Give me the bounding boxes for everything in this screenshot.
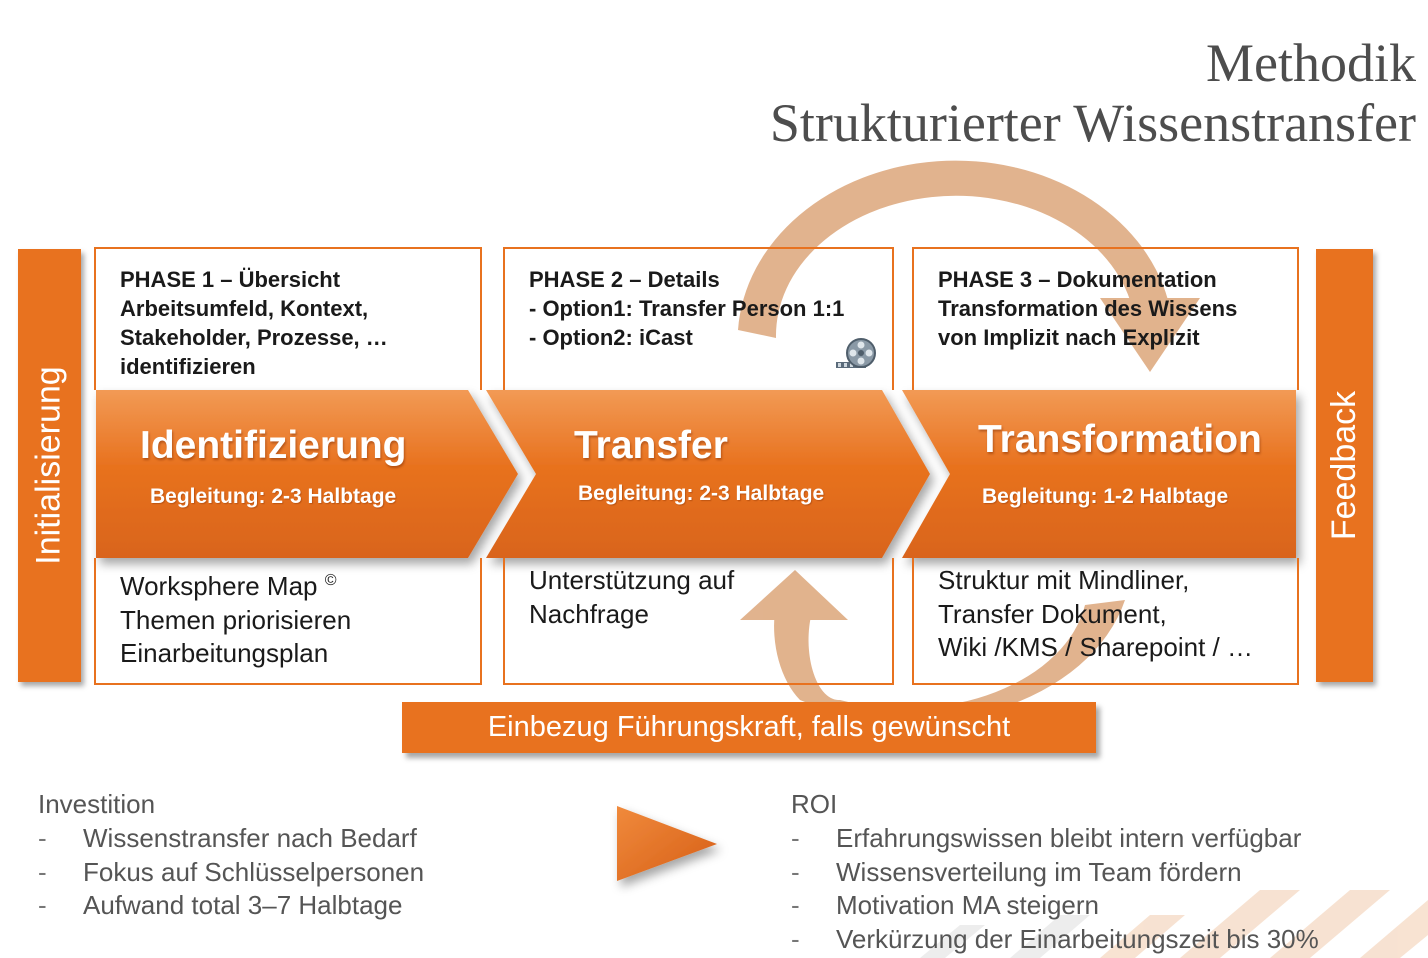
page-title: Methodik bbox=[1206, 33, 1416, 93]
phase-2-top-box bbox=[503, 247, 894, 390]
phase-1-body-line: Einarbeitungsplan bbox=[120, 638, 329, 668]
phase-2-body-line: Nachfrage bbox=[529, 598, 649, 629]
step-identifizierung-title: Identifizierung bbox=[140, 424, 407, 467]
phase-1-line: Arbeitsumfeld, Kontext, bbox=[120, 296, 369, 321]
phase-1-title: PHASE 1 – Übersicht bbox=[120, 267, 341, 292]
phase-3-bottom-box bbox=[912, 558, 1299, 685]
list-item: Aufwand total 3–7 Halbtage bbox=[38, 889, 424, 923]
investment-heading: Investition bbox=[38, 789, 156, 819]
phase-2-body-line: Unterstützung auf bbox=[529, 565, 735, 595]
list-item: Motivation MA steigern bbox=[791, 889, 1319, 923]
phase-2-line: - Option1: Transfer Person 1:1 bbox=[529, 296, 845, 321]
phase-3-title: PHASE 3 – Dokumentation bbox=[938, 267, 1217, 292]
phase-1-line: Stakeholder, Prozesse, … bbox=[120, 325, 388, 350]
phase-3-body-line: Wiki /KMS / Sharepoint / … bbox=[938, 632, 1253, 662]
leadership-label: Einbezug Führungskraft, falls gewünscht bbox=[487, 711, 1011, 743]
phase-3-body: Struktur mit Mindliner, Transfer Dokumen… bbox=[938, 564, 1253, 665]
step-transformation-title: Transformation bbox=[978, 418, 1262, 461]
initialisierung-label: Initialisierung bbox=[30, 366, 69, 565]
step-transfer-title: Transfer bbox=[574, 424, 728, 467]
roi-heading: ROI bbox=[791, 789, 838, 819]
roi-section: ROI Erfahrungswissen bleibt intern verfü… bbox=[791, 789, 1319, 956]
investment-list: Wissenstransfer nach Bedarf Fokus auf Sc… bbox=[38, 822, 424, 923]
feedback-bar: Feedback bbox=[1316, 249, 1373, 682]
step-identifizierung-effort: Begleitung: 2-3 Halbtage bbox=[150, 485, 397, 508]
phase-2-bottom-box bbox=[503, 558, 894, 685]
list-item: Erfahrungswissen bleibt intern verfügbar bbox=[791, 822, 1319, 856]
step-transformation-effort: Begleitung: 1-2 Halbtage bbox=[982, 485, 1229, 508]
cycle-arrow-upper bbox=[738, 160, 1200, 372]
process-band bbox=[96, 390, 1296, 558]
phase-3-body-line: Struktur mit Mindliner, bbox=[938, 565, 1190, 595]
phase-1-line: identifizieren bbox=[120, 354, 256, 379]
phase-3-line: Transformation des Wissens bbox=[938, 296, 1238, 321]
phase-3-top-box bbox=[912, 247, 1299, 390]
list-item: Fokus auf Schlüsselpersonen bbox=[38, 856, 424, 890]
list-item: Wissenstransfer nach Bedarf bbox=[38, 822, 424, 856]
list-item: Verkürzung der Einarbeitungszeit bis 30% bbox=[791, 923, 1319, 957]
initialisierung-bar: Initialisierung bbox=[18, 249, 81, 682]
phase-1-body-line: Worksphere Map © bbox=[120, 571, 337, 601]
phase-2-body: Unterstützung auf Nachfrage bbox=[529, 564, 734, 631]
feedback-label: Feedback bbox=[1325, 390, 1364, 541]
phase-3-line: von Implizit nach Explizit bbox=[938, 325, 1200, 350]
phase-1-header: PHASE 1 – Übersicht Arbeitsumfeld, Konte… bbox=[120, 265, 388, 381]
phase-2-header: PHASE 2 – Details - Option1: Transfer Pe… bbox=[529, 265, 844, 352]
copyright-mark: © bbox=[324, 572, 337, 589]
leadership-bar: Einbezug Führungskraft, falls gewünscht bbox=[402, 702, 1096, 753]
investment-section: Investition Wissenstransfer nach Bedarf … bbox=[38, 789, 424, 923]
phase-3-header: PHASE 3 – Dokumentation Transformation d… bbox=[938, 265, 1237, 352]
phase-2-line: - Option2: iCast bbox=[529, 325, 693, 350]
phase-1-bottom-box bbox=[94, 558, 482, 685]
phase-1-body-line: Themen priorisieren bbox=[120, 604, 352, 635]
phase-1-top-box bbox=[94, 247, 482, 390]
phase-1-body: Worksphere Map © Themen priorisieren Ein… bbox=[120, 564, 351, 671]
film-reel-icon bbox=[836, 338, 876, 368]
play-triangle-icon bbox=[617, 806, 717, 881]
page-subtitle: Strukturierter Wissenstransfer bbox=[769, 93, 1416, 153]
phase-3-body-line: Transfer Dokument, bbox=[938, 598, 1167, 629]
phase-2-title: PHASE 2 – Details bbox=[529, 267, 720, 292]
list-item: Wissensverteilung im Team fördern bbox=[791, 856, 1319, 890]
roi-list: Erfahrungswissen bleibt intern verfügbar… bbox=[791, 822, 1319, 956]
step-transfer-effort: Begleitung: 2-3 Halbtage bbox=[578, 482, 825, 505]
